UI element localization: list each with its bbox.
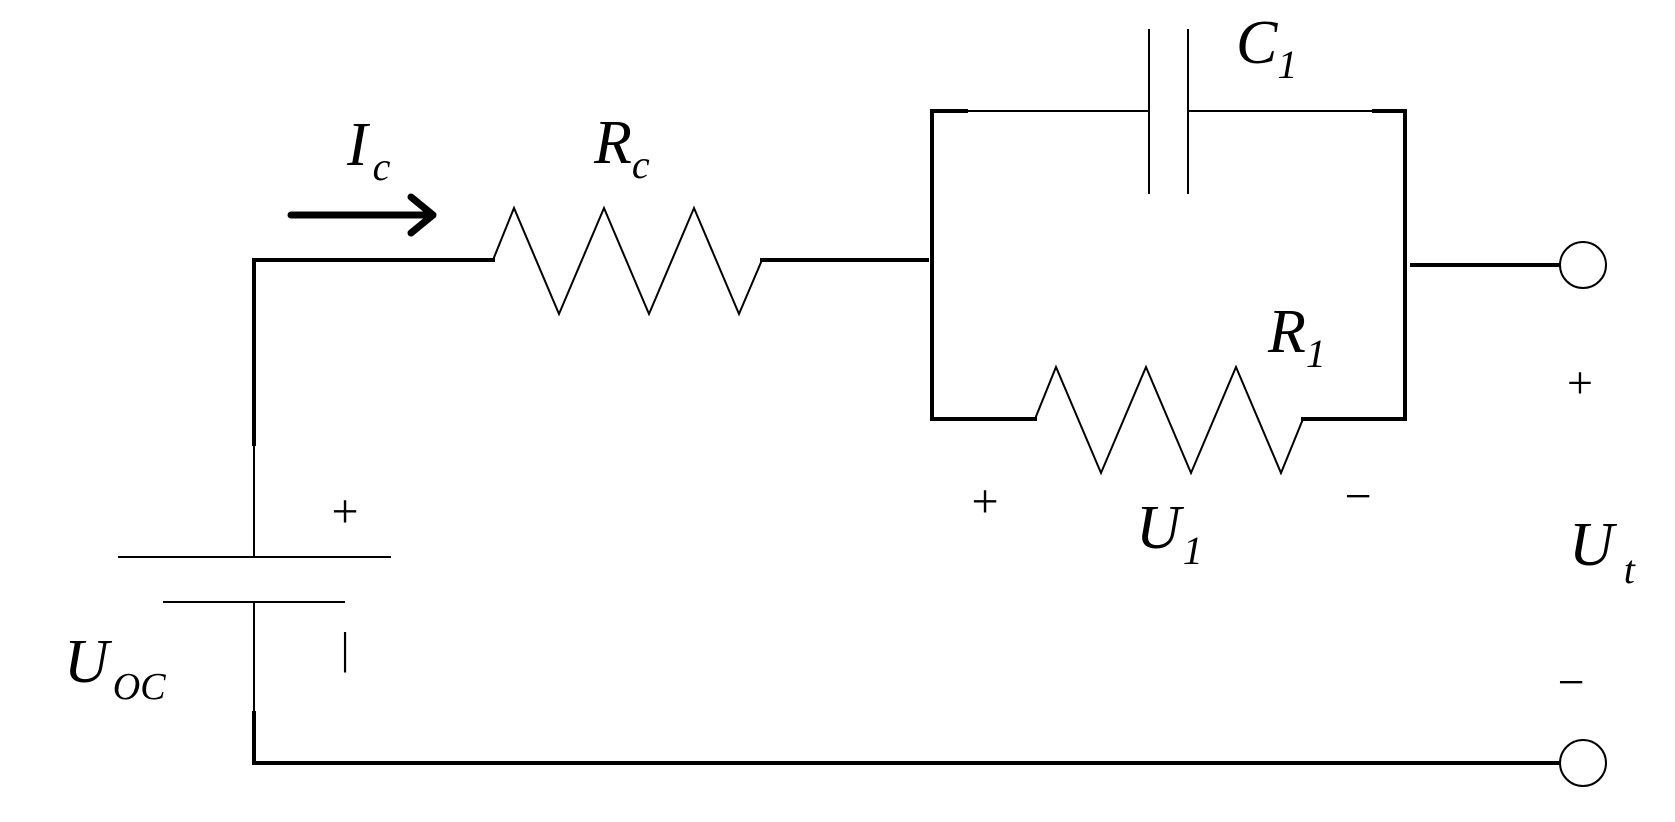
wire-source-to-rc [252,258,495,446]
bottom-terminal-node [1559,739,1607,787]
parallel-resistor-zigzag [1034,364,1304,476]
source-minus-sign: | [341,624,350,673]
terminal-plus-sign: + [1567,357,1593,408]
wire-parallel-right [1301,109,1407,421]
current-arrow-head [407,193,437,237]
series-resistor-label: Rc [593,109,650,187]
rc-minus-sign: − [1344,470,1371,523]
current-arrow [287,193,437,237]
wire-parallel-left [930,109,1037,421]
wires [252,109,1562,765]
top-terminal-node [1559,241,1607,289]
voltage-source [118,444,391,713]
rc-plus-sign: + [971,475,998,528]
wire-bottom-return [252,711,1562,765]
parallel-resistor-label: R1 [1267,298,1326,376]
capacitor-branch [966,29,1374,194]
source-plus-sign: + [331,485,358,538]
capacitor-label: C1 [1236,9,1297,87]
terminal-minus-sign: − [1557,656,1584,709]
series-resistor-zigzag [492,205,763,317]
rc-voltage-label: U1 [1136,494,1203,573]
